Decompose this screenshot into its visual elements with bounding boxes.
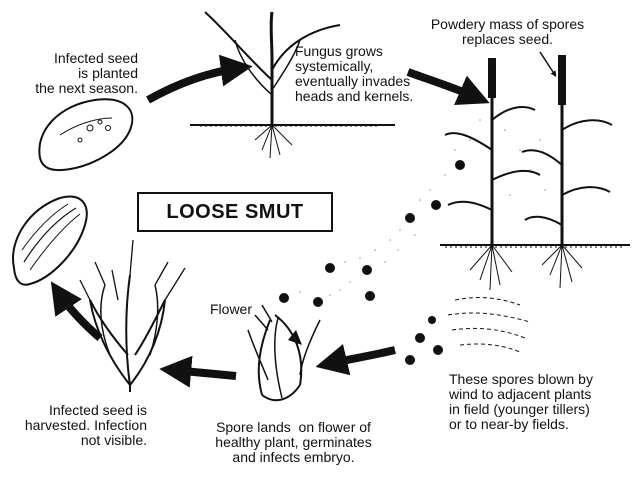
flower-icon bbox=[247, 304, 321, 402]
arrow-to-seed bbox=[50, 281, 103, 342]
spore-haze bbox=[299, 119, 546, 296]
label-harvested: Infected seed is harvested. Infection no… bbox=[24, 402, 147, 448]
young-plant-icon bbox=[190, 11, 395, 159]
diagram-title: LOOSE SMUT bbox=[137, 192, 333, 232]
spore-pointer bbox=[539, 51, 557, 78]
wind-lines bbox=[447, 297, 531, 353]
arrow-to-mature bbox=[406, 68, 490, 106]
smutted-plants-icon bbox=[440, 55, 630, 291]
label-blown: These spores blown by wind to adjacent p… bbox=[449, 371, 593, 432]
wheat-head-icon bbox=[79, 239, 186, 392]
arrow-to-head bbox=[159, 355, 237, 388]
harvested-seed-icon bbox=[12, 195, 88, 286]
infected-seed-icon bbox=[38, 98, 134, 172]
label-flower: Flower bbox=[210, 301, 253, 317]
arrow-to-plant bbox=[146, 54, 253, 104]
label-fungus: Fungus grows systemically, eventually in… bbox=[295, 43, 414, 104]
label-planted: Infected seed is planted the next season… bbox=[35, 50, 138, 96]
arrow-to-flower bbox=[315, 344, 396, 376]
spore-cloud bbox=[279, 160, 465, 365]
label-spore-mass: Powdery mass of spores replaces seed. bbox=[430, 16, 585, 47]
label-lands: Spore lands on flower of healthy plant, … bbox=[215, 419, 372, 465]
